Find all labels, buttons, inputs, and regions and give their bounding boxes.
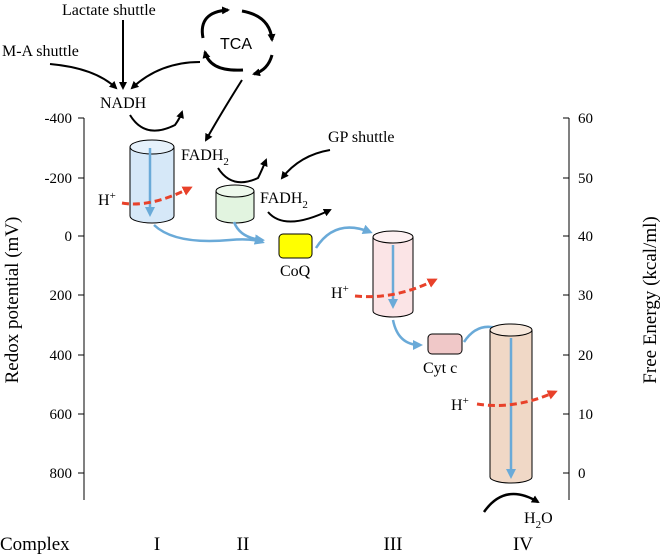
fadh2-label-gp: FADH2 [260,190,308,211]
complex-row: Complex I II III IV [0,534,533,555]
gp-fadh2-oxidation-arrow [267,209,332,223]
ma-shuttle-arrow [49,63,118,90]
complex-label-iv: IV [513,534,533,555]
complex-ii: FADH2 [181,147,268,245]
proton-label: H+ [98,190,116,209]
gp-shuttle: GP shuttle FADH2 [260,129,395,223]
complex-iv: H+ H2O [451,323,558,531]
left-tick-label: 400 [50,348,73,364]
nadh-oxidation-arrow [129,110,184,132]
tca-label: TCA [220,36,252,53]
tca-cycle: TCA [200,6,276,77]
complex-iii-to-cytc-arrow [391,319,423,350]
complex-iii: H+ [331,230,438,350]
complex-i-cylinder [129,146,175,224]
complex-heading: Complex [0,534,70,555]
right-tick-label: 0 [578,466,586,482]
right-tick-label: 20 [578,348,593,364]
left-tick-label: -400 [45,111,73,127]
cyt-c-box [427,333,463,355]
left-tick-label: 800 [50,466,73,482]
left-tick-label: 200 [50,288,73,304]
coq: CoQ [278,224,373,280]
right-tick-label: 60 [578,111,593,127]
coq-to-complex-iii-arrow [314,224,373,249]
coq-box [278,233,313,259]
substrate-inputs: Lactate shuttle M-A shuttle TCA [2,2,276,142]
coq-label: CoQ [280,263,311,280]
gp-shuttle-arrow [280,149,331,180]
water-label: H2O [524,510,553,531]
lactate-shuttle-label: Lactate shuttle [62,2,156,19]
complex-i-proton-pump [121,186,193,206]
complex-ii-cylinder [215,190,255,224]
right-tick-label: 50 [578,171,593,187]
left-tick-label: 600 [50,407,73,423]
left-axis: -400 -200 0 200 400 600 800 Redox potent… [2,111,85,500]
proton-label: H+ [331,283,349,302]
right-tick-label: 10 [578,407,593,423]
cytochrome-c: Cyt c [423,324,509,377]
complex-iv-proton-pump [476,390,558,407]
right-axis: 60 50 40 30 20 10 0 Free Energy (kcal/ml… [563,111,661,500]
left-tick-label: 0 [65,229,73,245]
complex-i-to-coq-arrow [153,224,265,245]
complex-label-iii: III [384,534,403,555]
tca-to-fadh2-arrow [205,79,243,142]
complex-i: NADH H+ [98,95,265,245]
left-tick-label: -200 [45,171,73,187]
proton-label: H+ [451,395,469,414]
right-tick-label: 30 [578,288,593,304]
complex-ii-to-coq-arrow [232,221,265,245]
cyt-c-label: Cyt c [423,360,457,377]
right-tick-label: 40 [578,229,593,245]
tca-to-nadh-arrow [130,61,201,90]
right-axis-label: Free Energy (kcal/ml) [640,216,661,383]
complex-label-i: I [154,534,160,555]
water-formation-arrow [482,492,540,513]
fadh2-oxidation-arrow [217,158,268,184]
nadh-label: NADH [100,95,147,112]
complex-label-ii: II [237,534,250,555]
gp-shuttle-label: GP shuttle [328,129,395,146]
fadh2-label-ii: FADH2 [181,147,229,168]
ma-shuttle-label: M-A shuttle [2,43,79,60]
left-axis-label: Redox potential (mV) [2,217,23,384]
